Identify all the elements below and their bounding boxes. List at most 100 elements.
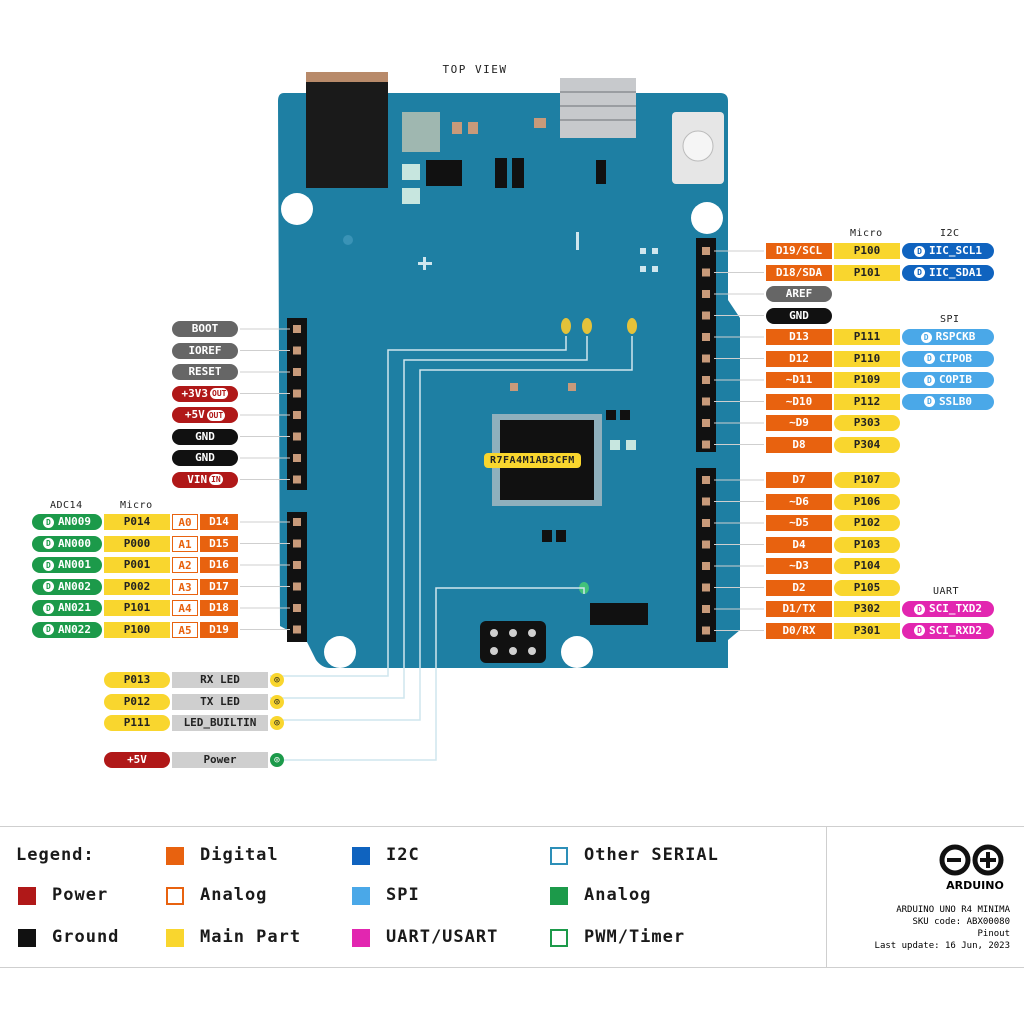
led-icon: ◎ xyxy=(270,695,284,709)
left-analog-header xyxy=(287,512,307,642)
right-micro-label: P102 xyxy=(834,515,900,531)
analog-a-label: A5 xyxy=(172,621,198,638)
adc-channel-label-text: AN021 xyxy=(57,601,92,614)
header-pin xyxy=(293,582,301,591)
board-outline xyxy=(278,93,740,668)
header-pin xyxy=(702,583,710,592)
header-pin xyxy=(702,419,710,427)
header-pin xyxy=(293,539,301,548)
header-pin xyxy=(702,354,710,363)
analog-a-label: A2 xyxy=(172,557,198,573)
power-pin-label: IOREF xyxy=(172,342,238,359)
right-digital-label: ~D3 xyxy=(766,558,832,574)
right-uart-label-text: SCI_TXD2 xyxy=(929,602,982,615)
power-pin-label: RESET xyxy=(172,364,238,380)
right-digital-label: D13 xyxy=(766,329,832,345)
header-right-i2c: I2C xyxy=(940,228,960,239)
analog-a-label: A0 xyxy=(172,514,198,530)
pin-mark: D xyxy=(923,353,935,364)
header-right-spi: SPI xyxy=(940,314,960,325)
power-pin-text: GND xyxy=(195,429,215,443)
adc-channel-label-text: AN000 xyxy=(57,536,92,550)
power-pin-text: IOREF xyxy=(188,343,222,357)
brand-sku: SKU code: ABX00080 xyxy=(912,917,1010,927)
header-pin xyxy=(702,476,710,484)
mount-hole xyxy=(691,202,723,234)
adc-channel-label-text: AN022 xyxy=(57,622,92,636)
header-pin xyxy=(702,290,710,298)
right-digital-label: ~D9 xyxy=(766,415,832,431)
adc-channel-label-text: AN001 xyxy=(57,558,92,571)
header-pin xyxy=(293,561,301,569)
right-micro-label: P103 xyxy=(834,536,900,553)
header-pin xyxy=(293,389,301,398)
right-spi-label-text: SSLB0 xyxy=(938,394,973,408)
swd-header xyxy=(590,603,648,625)
analog-a-label: A4 xyxy=(172,600,198,616)
mcu-label: R7FA4M1AB3CFM xyxy=(484,453,581,468)
header-pin xyxy=(293,454,301,462)
power-pin-label: BOOT xyxy=(172,321,238,337)
right-micro-label: P111 xyxy=(834,329,900,345)
led-name-label: LED_BUILTIN xyxy=(172,715,268,731)
header-pin xyxy=(293,432,301,441)
header-pin xyxy=(702,519,710,527)
mount-hole xyxy=(281,193,313,225)
right-digital-label: ~D10 xyxy=(766,393,832,410)
right-digital-label: D1/TX xyxy=(766,601,832,617)
header-left-micro: Micro xyxy=(120,500,153,511)
arduino-logo-icon xyxy=(939,844,1004,876)
brand-doc: Pinout xyxy=(977,929,1010,939)
analog-micro-label: P014 xyxy=(104,514,170,530)
analog-d-label: D15 xyxy=(200,535,238,552)
right-digital-label: D8 xyxy=(766,436,832,453)
power-led-icon: ◎ xyxy=(270,753,284,767)
legend-label: Analog xyxy=(584,885,652,905)
analog-micro-label: P001 xyxy=(104,557,170,573)
analog-a-label: A3 xyxy=(172,578,198,595)
legend-title: Legend: xyxy=(16,845,95,865)
power-pin-text: GND xyxy=(195,451,215,464)
header-pin xyxy=(702,247,710,255)
legend-label: SPI xyxy=(386,885,420,905)
right-digital-label: D2 xyxy=(766,579,832,596)
diagram-title: TOP VIEW xyxy=(442,63,508,76)
right-micro-label: P107 xyxy=(834,472,900,488)
right-spi-label-text: CIPOB xyxy=(938,351,973,365)
adc-channel-label-text: AN009 xyxy=(57,515,92,528)
legend-swatch xyxy=(18,929,36,947)
power-pin-text: VIN xyxy=(187,472,208,486)
legend-label: I2C xyxy=(386,845,420,865)
header-pin xyxy=(702,311,710,320)
legend-label: Main Part xyxy=(200,927,302,947)
header-right-micro: Micro xyxy=(850,228,883,239)
right-micro-label: P109 xyxy=(834,372,900,388)
icsp-header xyxy=(480,621,546,663)
right-digital-label: D0/RX xyxy=(766,622,832,639)
power-jack xyxy=(306,72,388,188)
analog-d-label: D19 xyxy=(200,621,238,638)
analog-d-label: D14 xyxy=(200,514,238,530)
legend-label: Digital xyxy=(200,845,279,865)
right-micro-label: P100 xyxy=(834,243,900,259)
header-pin xyxy=(702,605,710,613)
pin-mark: D xyxy=(914,245,925,257)
pin-mark: D xyxy=(42,516,54,528)
right-pin-label: GND xyxy=(766,307,832,324)
right-micro-label: P101 xyxy=(834,264,900,281)
led-rx xyxy=(561,318,571,334)
pin-mark: D xyxy=(42,624,54,635)
analog-d-label: D16 xyxy=(200,557,238,573)
